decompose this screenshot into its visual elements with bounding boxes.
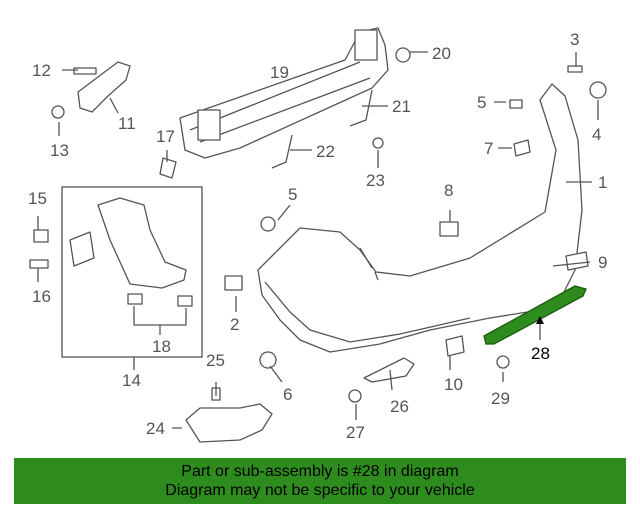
callout-9: 9 [598, 253, 607, 272]
callout-16: 16 [32, 287, 51, 306]
clip-5-lower[interactable] [260, 216, 276, 232]
banner-line-1: Part or sub-assembly is #28 in diagram [181, 463, 459, 480]
callout-5-lower: 5 [288, 185, 297, 204]
clip-18a[interactable] [127, 293, 143, 305]
callout-3: 3 [570, 30, 579, 49]
nut-13[interactable] [51, 105, 65, 119]
bolt-23[interactable] [372, 137, 384, 149]
arrow-28 [536, 316, 544, 324]
bracket-assembly[interactable] [97, 197, 187, 289]
callout-10: 10 [444, 375, 463, 394]
cap-4[interactable] [589, 81, 607, 99]
clip-5-upper[interactable] [509, 99, 523, 109]
callout-27: 27 [346, 423, 365, 442]
bolt-12[interactable] [73, 67, 97, 75]
bracket-small[interactable] [69, 231, 95, 267]
callout-24: 24 [146, 419, 165, 438]
reinforcement-beam[interactable] [179, 27, 389, 159]
callout-21: 21 [392, 97, 411, 116]
bolt-16[interactable] [29, 259, 49, 269]
callout-28: 28 [531, 344, 550, 363]
assembly-box-14 [61, 186, 203, 358]
bracket-24[interactable] [185, 403, 273, 443]
banner-line-2: Diagram may not be specific to your vehi… [165, 482, 475, 499]
callout-1: 1 [598, 173, 607, 192]
leader-lines [37, 51, 599, 429]
callout-23: 23 [366, 171, 385, 190]
callout-15: 15 [28, 189, 47, 208]
callout-17: 17 [156, 127, 175, 146]
callout-26: 26 [390, 397, 409, 416]
callout-18: 18 [152, 337, 171, 356]
nut-29[interactable] [496, 355, 510, 369]
bracket-21[interactable] [349, 89, 373, 127]
callout-22: 22 [316, 142, 335, 161]
reflector-10[interactable] [445, 335, 465, 357]
callout-14: 14 [122, 371, 141, 390]
callout-7: 7 [484, 139, 493, 158]
bumper-cover[interactable] [257, 83, 583, 353]
clip-9[interactable] [565, 251, 589, 271]
leader-18 [133, 306, 187, 335]
callout-5-upper: 5 [477, 93, 486, 112]
bolt-2[interactable] [224, 275, 243, 291]
clip-15[interactable] [33, 229, 49, 243]
callout-29: 29 [491, 389, 510, 408]
screw-3[interactable] [567, 65, 583, 73]
callout-12: 12 [32, 61, 51, 80]
nut-20[interactable] [395, 47, 411, 63]
callout-4: 4 [592, 125, 601, 144]
callout-8: 8 [444, 181, 453, 200]
callout-25: 25 [206, 351, 225, 370]
clip-8[interactable] [439, 221, 459, 237]
clip-18b[interactable] [177, 295, 193, 307]
info-banner: Part or sub-assembly is #28 in diagram D… [14, 458, 626, 504]
clip-7[interactable] [513, 139, 531, 157]
bracket-22[interactable] [271, 134, 293, 169]
parts-diagram: 1 2 3 4 5 5 6 7 8 9 10 11 12 13 14 15 16… [28, 27, 607, 443]
callout-20: 20 [432, 44, 451, 63]
nut-27[interactable] [348, 389, 362, 403]
bracket-26[interactable] [363, 357, 415, 383]
sensor-6[interactable] [259, 351, 277, 369]
callout-2: 2 [230, 315, 239, 334]
callout-19: 19 [270, 63, 289, 82]
reflector-highlighted[interactable] [483, 285, 587, 345]
callout-6: 6 [283, 385, 292, 404]
callout-11: 11 [118, 114, 136, 133]
callout-13: 13 [50, 141, 69, 160]
bracket-left[interactable] [77, 61, 131, 113]
clip-17[interactable] [159, 157, 177, 179]
